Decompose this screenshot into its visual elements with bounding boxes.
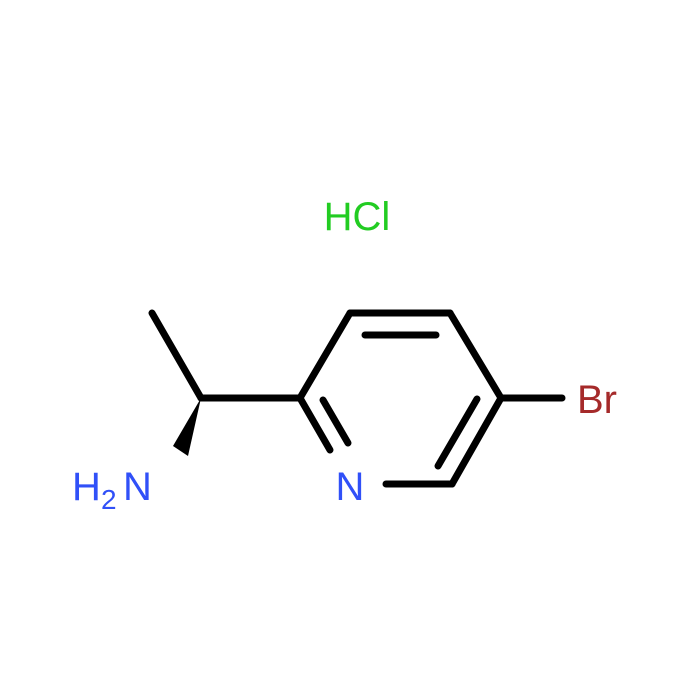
amine-subscript: 2 bbox=[101, 484, 117, 515]
bond-c5-c6-inner bbox=[434, 395, 481, 470]
amine-h: H bbox=[72, 465, 101, 509]
wedge-bond bbox=[173, 398, 201, 456]
bromine-label: Br bbox=[577, 378, 617, 422]
bond-c2-c3 bbox=[296, 309, 354, 402]
amine-label: H 2 N bbox=[72, 465, 152, 515]
hcl-label: HCl bbox=[324, 195, 391, 239]
amine-n: N bbox=[123, 465, 152, 509]
bond-c2-n-inner bbox=[319, 396, 352, 447]
pyridine-nitrogen-label: N bbox=[336, 465, 365, 509]
bond-c4-c5 bbox=[446, 309, 505, 402]
bond-c2-n bbox=[296, 394, 334, 454]
bond-methyl bbox=[148, 309, 205, 402]
bond-c5-c6 bbox=[448, 394, 505, 488]
